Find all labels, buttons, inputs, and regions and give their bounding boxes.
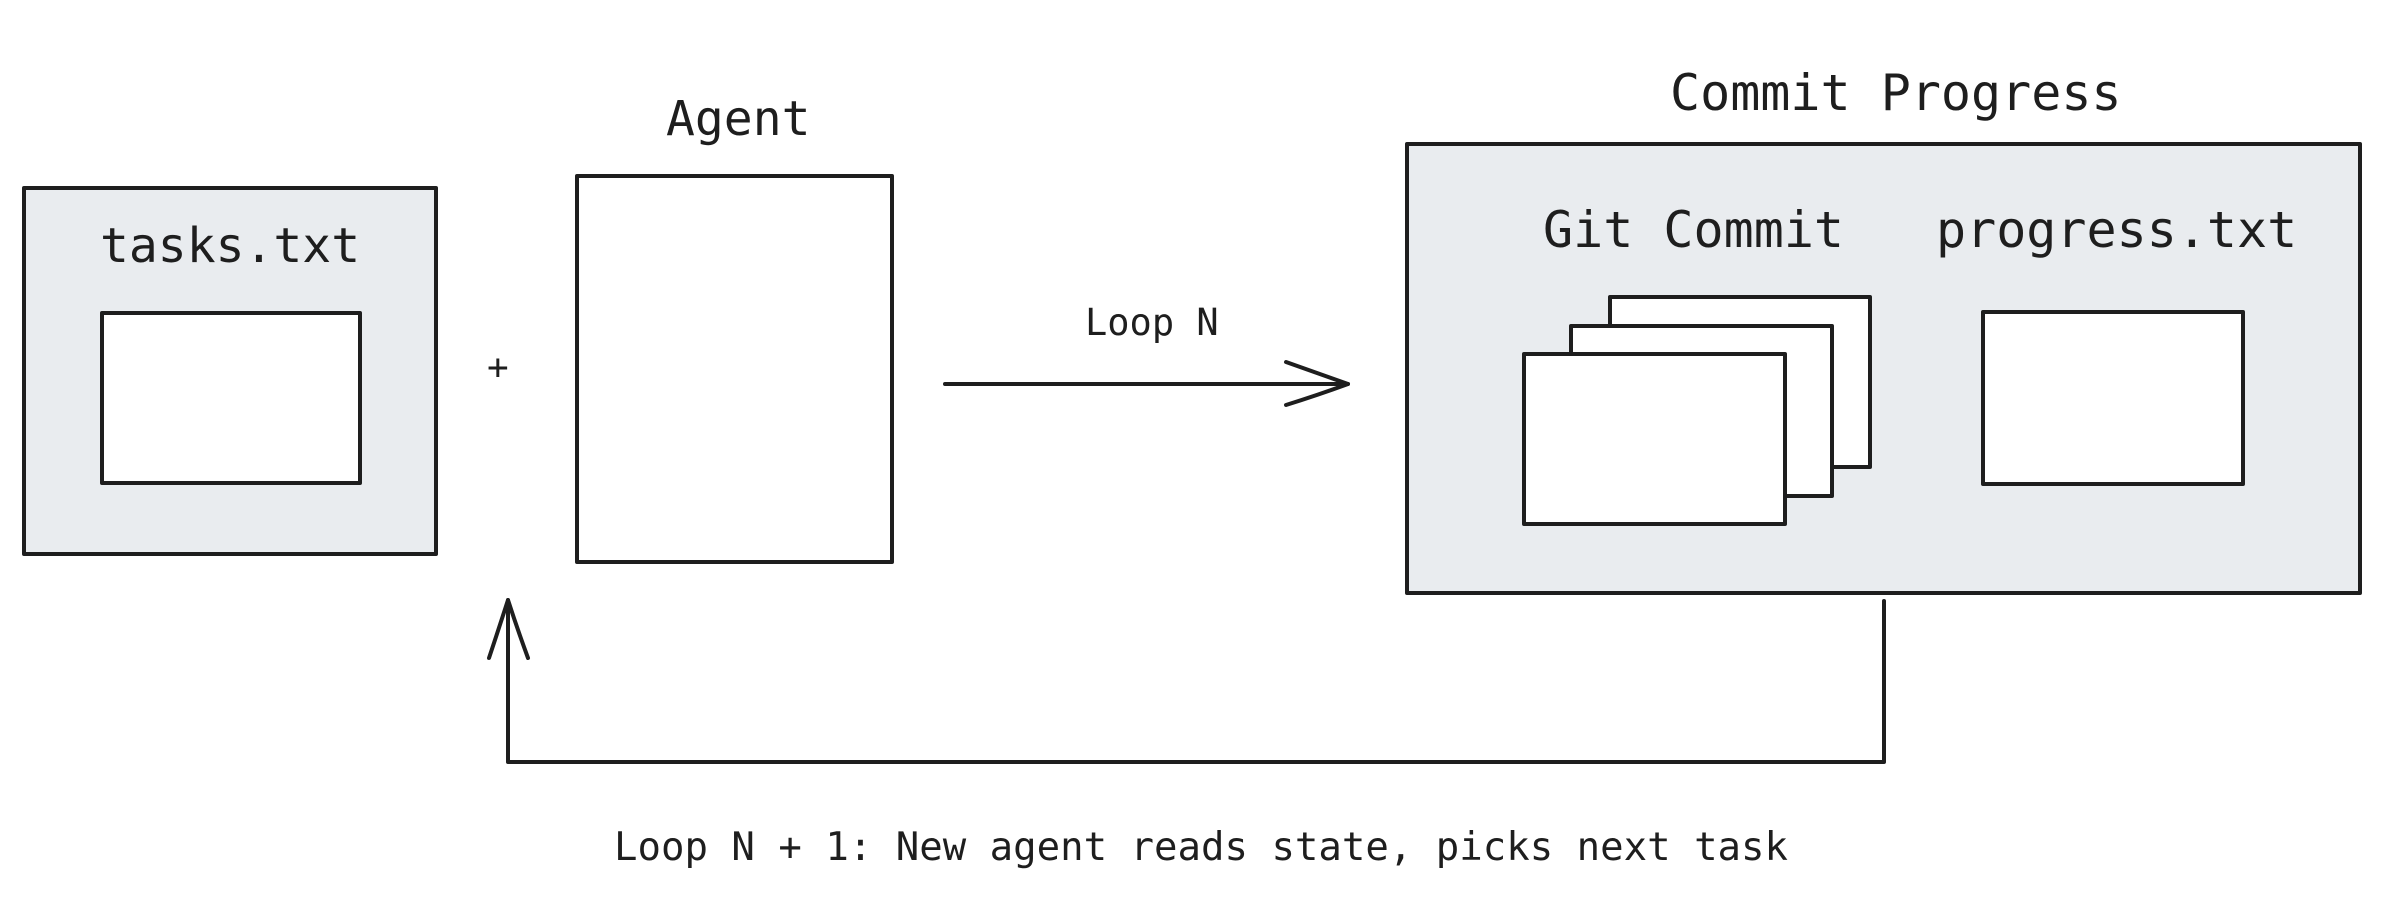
progress-inner-box — [1981, 310, 2245, 486]
commit-progress-title: Commit Progress — [1670, 64, 2122, 122]
agent-box — [575, 174, 894, 564]
plus-sign: + — [487, 347, 509, 388]
git-commit-title: Git Commit — [1543, 201, 1845, 259]
return-arrow-label: Loop N + 1: New agent reads state, picks… — [614, 825, 1788, 870]
progress-title: progress.txt — [1936, 201, 2298, 259]
return-arrow — [487, 598, 1886, 764]
forward-arrow-label: Loop N — [1085, 301, 1219, 344]
agent-title: Agent — [666, 91, 811, 147]
tasks-title: tasks.txt — [100, 218, 361, 274]
forward-arrow — [943, 360, 1350, 407]
tasks-inner-box — [100, 311, 362, 485]
git-commit-stack-icon — [1522, 295, 1872, 526]
